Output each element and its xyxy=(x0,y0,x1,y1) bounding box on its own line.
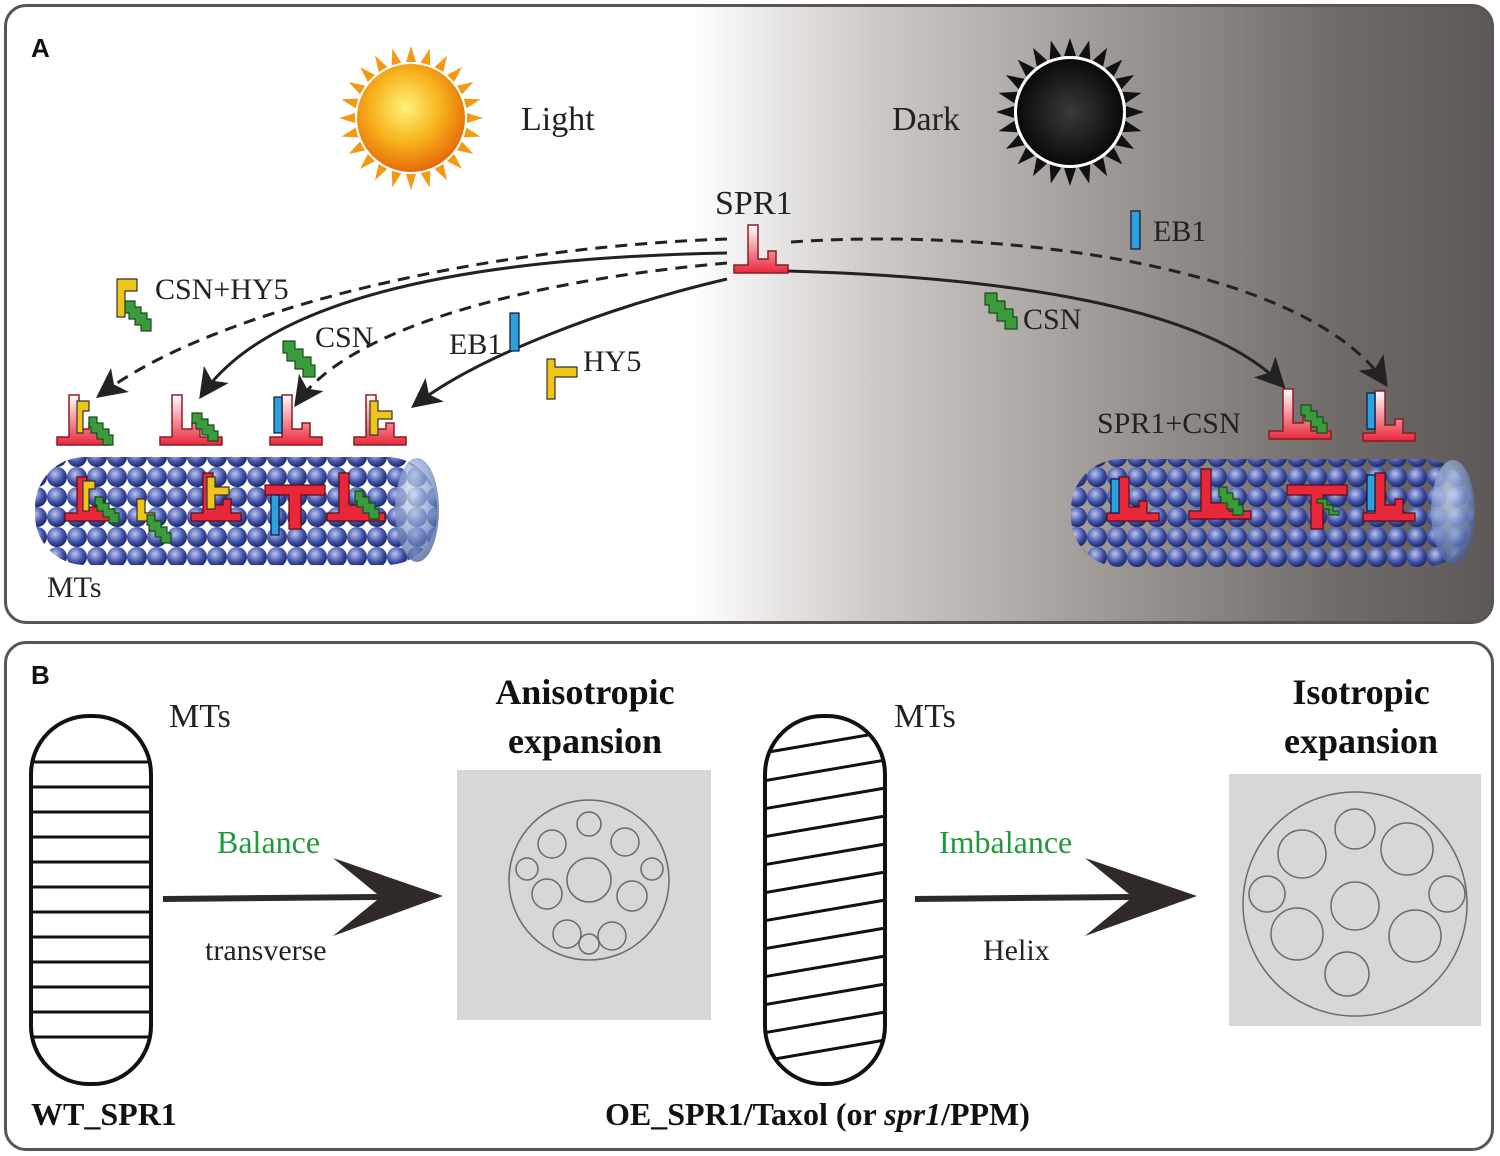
spr1-label: SPR1 xyxy=(715,185,793,222)
complex-hy5-spr1 xyxy=(353,394,407,446)
arrow-spr1-solid xyxy=(199,251,728,400)
arrow-eb1-right xyxy=(790,237,1388,388)
wt-caption: WT_SPR1 xyxy=(31,1096,177,1132)
arrow-csn-right xyxy=(786,269,1286,389)
oe-caption-italic: spr1 xyxy=(884,1096,942,1132)
transverse-label: transverse xyxy=(205,934,327,967)
spr1-csn-label: SPR1+CSN xyxy=(1097,407,1241,440)
balance-arrow-icon xyxy=(163,858,443,936)
isotropic-title: Isotropic expansion xyxy=(1283,672,1439,761)
hy5-icon xyxy=(546,358,578,400)
imbalance-arrow-icon xyxy=(915,858,1197,936)
csn-left-label: CSN xyxy=(315,321,374,354)
microtubule-right xyxy=(1071,459,1475,567)
csn-hy5-icon xyxy=(116,278,152,332)
balance-label: Balance xyxy=(217,824,321,860)
csn-hy5-label: CSN+HY5 xyxy=(155,273,289,306)
complex-eb1-spr1-right xyxy=(1362,390,1416,442)
oe-caption-part1: OE_SPR1/Taxol (or xyxy=(605,1096,885,1132)
eb1-right-icon xyxy=(1130,210,1141,250)
complex-eb1-spr1 xyxy=(269,394,323,446)
complex-csn-hy5-spr1 xyxy=(56,394,114,446)
complex-spr1-csn-right xyxy=(1268,388,1332,440)
panel-a-graphics xyxy=(35,38,1475,567)
csn-right-label: CSN xyxy=(1023,303,1082,336)
panel-b: B MTs MTs Anisotropic expansion Isotropi… xyxy=(4,641,1494,1151)
hy5-label: HY5 xyxy=(583,345,642,378)
arrow-hy5 xyxy=(411,277,728,409)
arrow-eb1-left xyxy=(294,261,728,408)
isotropic-micrograph xyxy=(1229,774,1481,1026)
cell-helical-mts xyxy=(763,714,887,1086)
anisotropic-micrograph xyxy=(457,770,711,1020)
cell-transverse-mts xyxy=(29,714,153,1086)
microtubule-left xyxy=(35,457,439,565)
csn-left-icon xyxy=(282,340,316,378)
oe-caption-part2: /PPM) xyxy=(941,1096,1030,1132)
helix-label: Helix xyxy=(983,934,1050,967)
csn-right-icon xyxy=(984,292,1018,330)
panel-b-letter: B xyxy=(31,660,50,690)
eb1-left-icon xyxy=(509,312,520,352)
imbalance-label: Imbalance xyxy=(939,824,1073,860)
panel-a-letter: A xyxy=(31,33,50,63)
complex-csn-spr1 xyxy=(159,394,223,446)
mts-left-label: MTs xyxy=(169,698,231,735)
panel-b-graphics xyxy=(29,714,1481,1086)
dark-label: Dark xyxy=(892,101,960,138)
arrow-csn-hy5 xyxy=(96,237,728,399)
oe-caption: OE_SPR1/Taxol (or spr1/PPM) xyxy=(605,1098,1030,1130)
sun-icon xyxy=(339,46,483,190)
spr1-protein-icon xyxy=(733,224,789,274)
dark-sun-icon xyxy=(996,38,1144,186)
eb1-left-label: EB1 xyxy=(449,328,503,361)
light-label: Light xyxy=(521,101,595,138)
mts-label: MTs xyxy=(47,571,102,604)
eb1-right-label: EB1 xyxy=(1153,215,1207,248)
mts-right-label: MTs xyxy=(894,698,956,735)
panel-a: A Light Dark SPR1 EB1 CSN+HY5 CSN EB1 HY… xyxy=(4,4,1494,624)
anisotropic-title: Anisotropic expansion xyxy=(495,672,675,761)
